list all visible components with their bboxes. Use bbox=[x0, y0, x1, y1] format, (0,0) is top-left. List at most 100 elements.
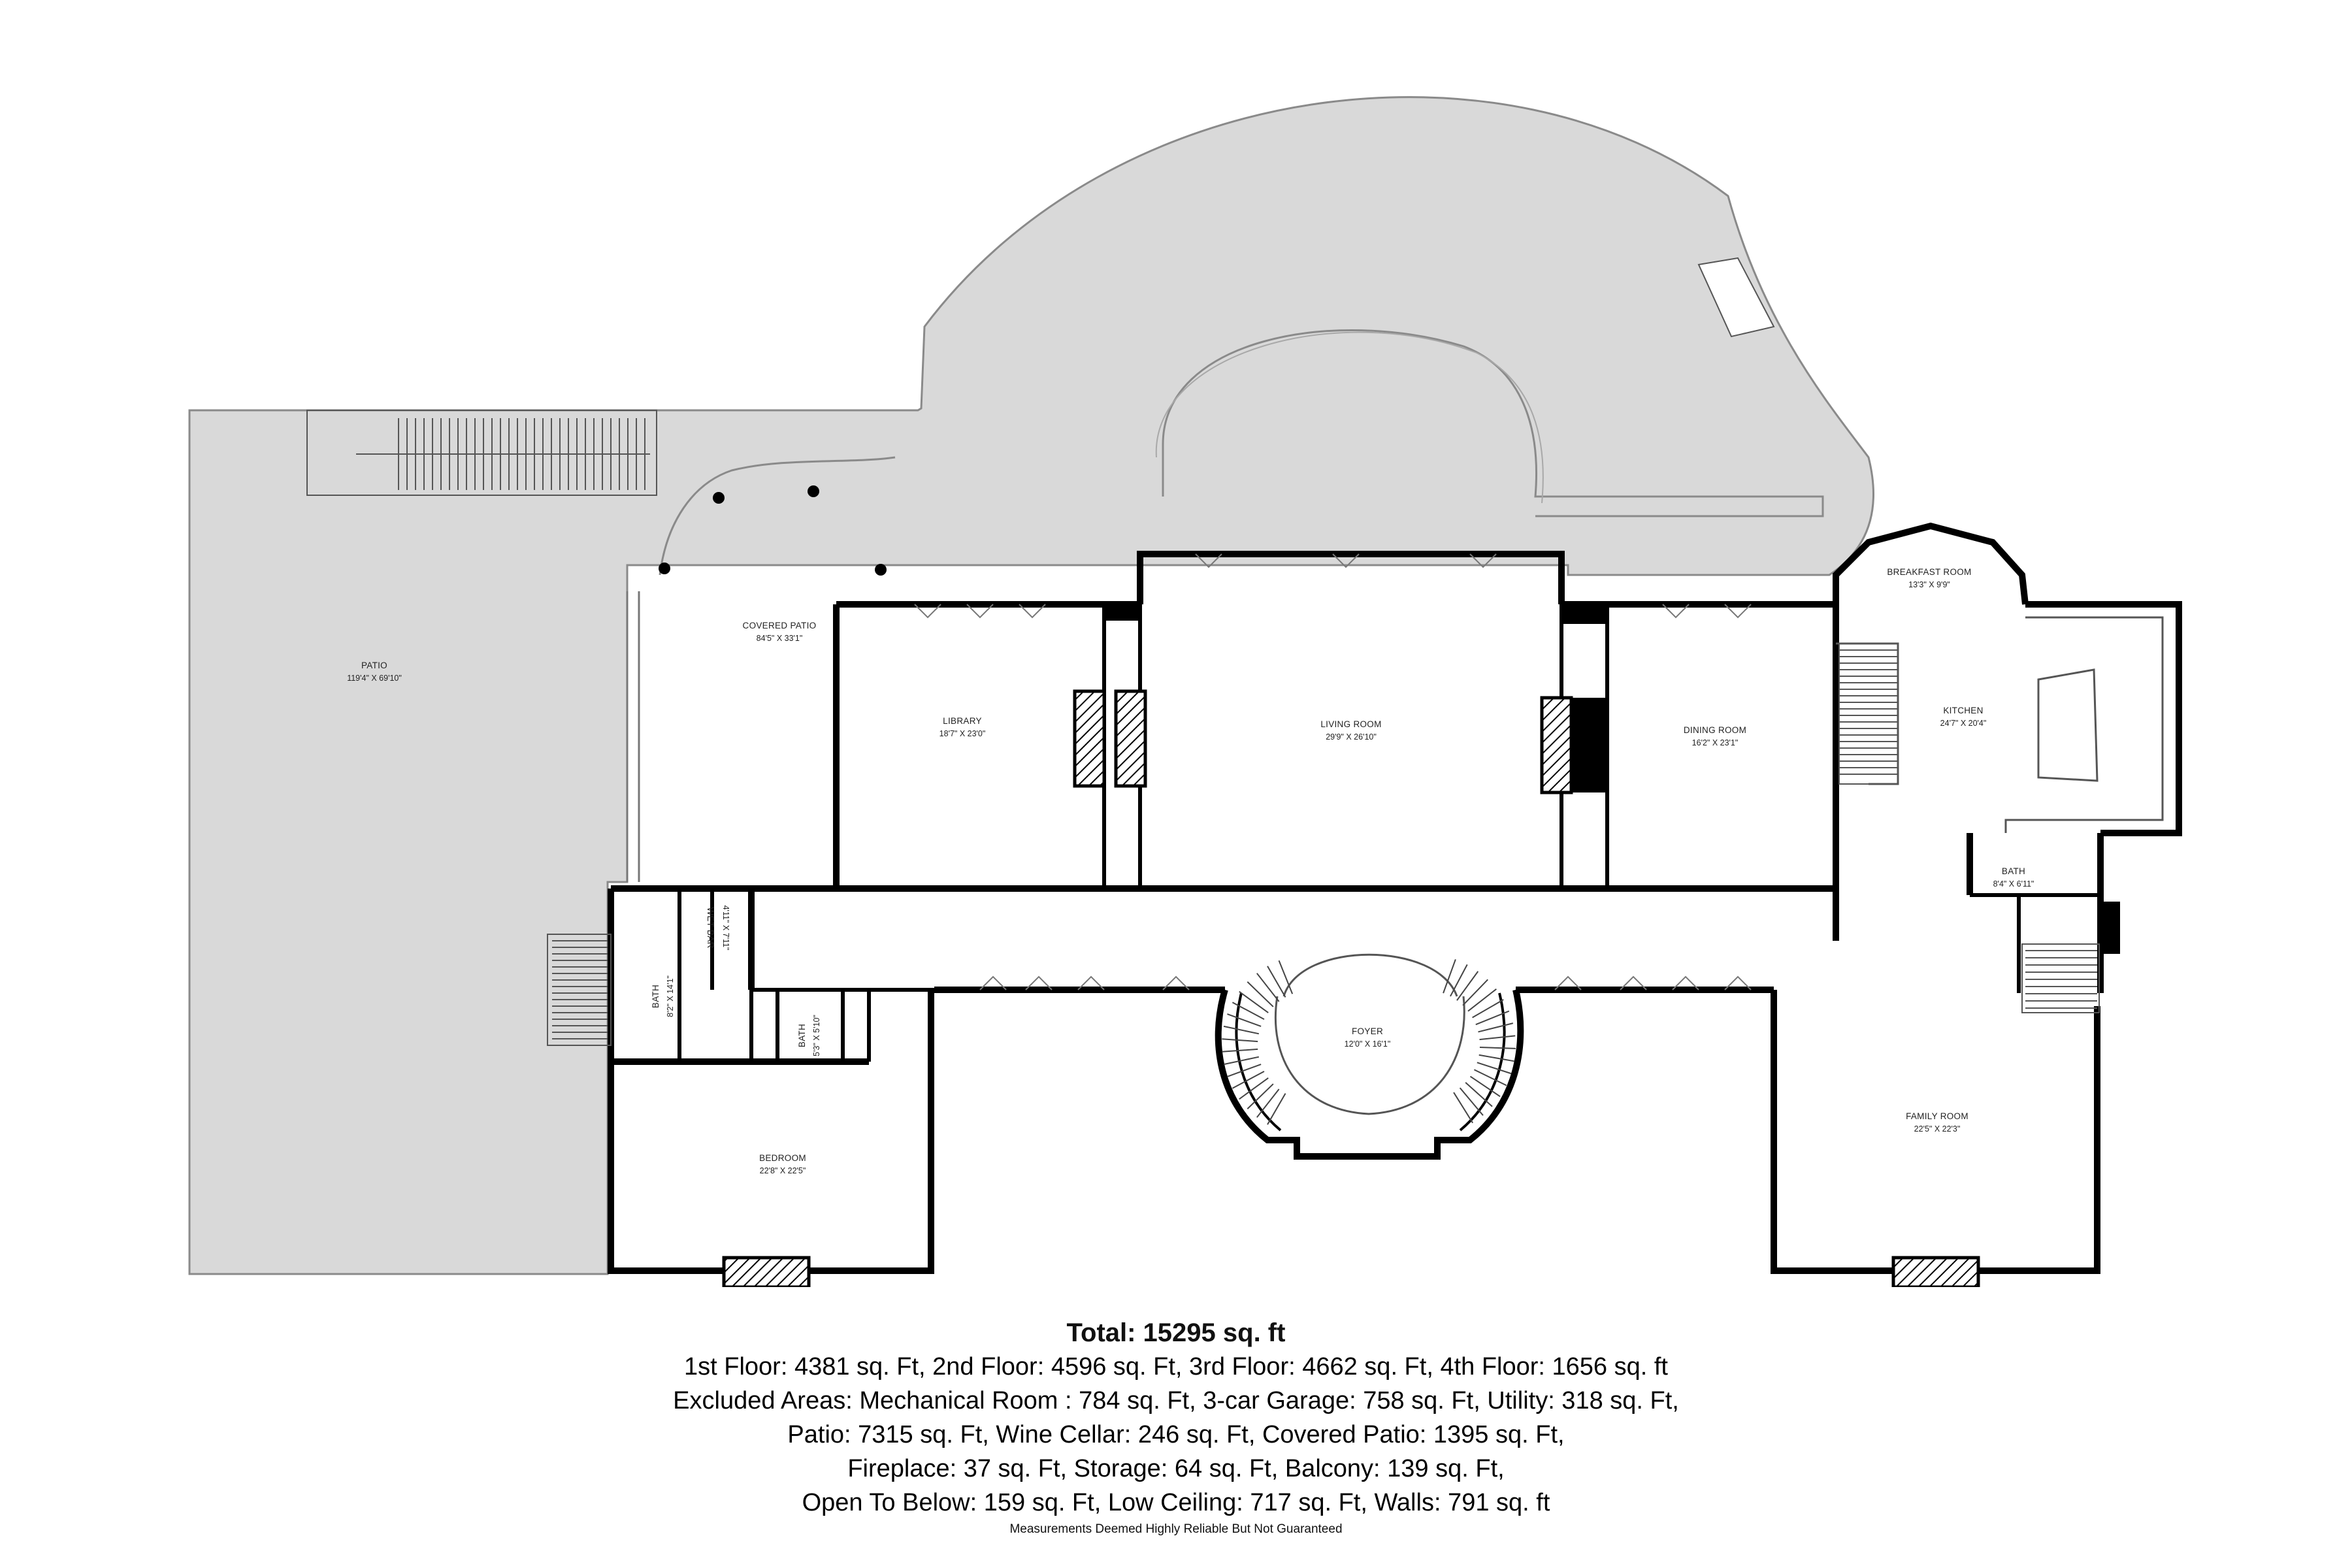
dim-library: 18'7" X 23'0" bbox=[939, 729, 986, 738]
pier bbox=[2100, 902, 2120, 954]
exterior-stair-top bbox=[306, 410, 657, 496]
label-bath-left: BATH bbox=[651, 985, 661, 1008]
stair-tread bbox=[1227, 1013, 1262, 1027]
label-foyer: FOYER bbox=[1352, 1026, 1383, 1036]
label-dining-room: DINING ROOM bbox=[1684, 725, 1746, 735]
column bbox=[659, 563, 670, 574]
stair-tread bbox=[1459, 1087, 1484, 1116]
column bbox=[808, 485, 819, 497]
dim-living-room: 29'9" X 26'10" bbox=[1326, 732, 1377, 742]
stair-tread bbox=[1239, 990, 1269, 1013]
patio-area bbox=[188, 96, 1874, 1275]
label-wet-bar: WET BAR bbox=[706, 907, 715, 948]
pier bbox=[1561, 601, 1607, 624]
stair-tread bbox=[1223, 1056, 1260, 1066]
dim-bath-right: 8'4" X 6'11" bbox=[1993, 879, 2034, 889]
kitchen-stair bbox=[1838, 643, 1899, 785]
floor-plan: PATIO 119'4" X 69'10" COVERED PATIO 84'5… bbox=[188, 96, 2182, 1287]
dim-kitchen: 24'7" X 20'4" bbox=[1940, 719, 1987, 728]
stair-tread bbox=[1223, 1025, 1260, 1035]
stair-tread bbox=[1232, 1071, 1265, 1089]
label-kitchen: KITCHEN bbox=[1943, 706, 1983, 715]
area-line: Open To Below: 159 sq. Ft, Low Ceiling: … bbox=[802, 1489, 1550, 1516]
area-line: Fireplace: 37 sq. Ft, Storage: 64 sq. Ft… bbox=[847, 1455, 1505, 1482]
label-living-room: LIVING ROOM bbox=[1320, 719, 1381, 729]
area-line: Excluded Areas: Mechanical Room : 784 sq… bbox=[673, 1387, 1679, 1414]
dim-bedroom: 22'8" X 22'5" bbox=[760, 1166, 806, 1175]
exterior-stair-right bbox=[1697, 257, 1775, 338]
window bbox=[1554, 975, 1582, 990]
label-bath-right: BATH bbox=[2002, 866, 2025, 876]
covered-patio-edge bbox=[659, 456, 896, 576]
stair-tread bbox=[1267, 1093, 1286, 1125]
stair-tread bbox=[1232, 1002, 1265, 1020]
stair-tread bbox=[1475, 1010, 1510, 1026]
interior-walls bbox=[678, 604, 2102, 1062]
stair-tread bbox=[1453, 1092, 1474, 1124]
area-line: Patio: 7315 sq. Ft, Wine Cellar: 246 sq.… bbox=[787, 1421, 1565, 1448]
stair-tread bbox=[1443, 959, 1456, 994]
dim-family-room: 22'5" X 22'3" bbox=[1914, 1124, 1961, 1134]
left-stair bbox=[547, 934, 612, 1046]
window bbox=[1469, 553, 1497, 568]
dim-patio: 119'4" X 69'10" bbox=[347, 674, 402, 683]
window bbox=[1019, 604, 1046, 619]
stair-tread bbox=[1247, 981, 1274, 1007]
dim-foyer: 12'0" X 16'1" bbox=[1345, 1039, 1391, 1049]
area-line: 1st Floor: 4381 sq. Ft, 2nd Floor: 4596 … bbox=[684, 1353, 1668, 1380]
label-covered-patio: COVERED PATIO bbox=[743, 621, 817, 630]
hall-stair bbox=[2021, 943, 2100, 1013]
pier bbox=[1571, 698, 1607, 792]
stair-tread bbox=[1479, 1046, 1516, 1049]
window bbox=[1162, 975, 1190, 990]
stair-tread bbox=[1278, 960, 1294, 994]
dim-dining-room: 16'2" X 23'1" bbox=[1692, 738, 1739, 747]
stair-tread bbox=[1478, 1054, 1515, 1062]
patio-railing bbox=[626, 591, 640, 882]
stair-tread bbox=[1247, 1083, 1274, 1109]
window bbox=[1077, 975, 1105, 990]
fireplace bbox=[1891, 1256, 1980, 1287]
window bbox=[1662, 604, 1690, 619]
column bbox=[875, 564, 887, 576]
label-bath-small: BATH bbox=[797, 1024, 807, 1047]
window bbox=[1025, 975, 1053, 990]
room-labels: PATIO 119'4" X 69'10" COVERED PATIO 84'5… bbox=[347, 567, 2034, 1175]
area-breakdown: 1st Floor: 4381 sq. Ft, 2nd Floor: 4596 … bbox=[0, 1350, 2352, 1520]
dim-bath-left: 8'2" X 14'1" bbox=[666, 975, 675, 1017]
window bbox=[1724, 975, 1752, 990]
terrace-arch bbox=[1162, 329, 1824, 517]
stair-tread bbox=[1465, 1082, 1493, 1107]
stair-tread bbox=[1478, 1022, 1514, 1033]
dim-wet-bar: 4'11" X 7'11" bbox=[721, 906, 730, 951]
stair-tread bbox=[1467, 988, 1497, 1012]
window bbox=[914, 604, 941, 619]
label-library: LIBRARY bbox=[943, 716, 982, 726]
stair-tread bbox=[1267, 966, 1286, 998]
stair-tread bbox=[1472, 999, 1504, 1019]
disclaimer: Measurements Deemed Highly Reliable But … bbox=[1009, 1522, 1343, 1536]
stair-tread bbox=[1462, 979, 1488, 1006]
fireplace bbox=[1114, 689, 1147, 788]
foyer bbox=[1215, 953, 1524, 1160]
dim-bath-small: 5'3" X 5'10" bbox=[812, 1015, 821, 1056]
stair-tread bbox=[1450, 964, 1468, 997]
label-bedroom: BEDROOM bbox=[759, 1153, 806, 1163]
window bbox=[1724, 604, 1752, 619]
stair-tread bbox=[1469, 1075, 1501, 1098]
dim-breakfast-room: 13'3" X 9'9" bbox=[1908, 580, 1950, 589]
label-patio: PATIO bbox=[361, 661, 387, 670]
stair-tread bbox=[1222, 1038, 1258, 1043]
stair-tread bbox=[1256, 1088, 1280, 1118]
fireplace bbox=[722, 1256, 811, 1287]
stair-tread bbox=[1479, 1035, 1516, 1041]
stair-tread bbox=[1239, 1077, 1269, 1100]
terrace-arch-inner bbox=[1155, 331, 1544, 504]
stair-tread bbox=[1456, 971, 1479, 1001]
stair-tread bbox=[1222, 1048, 1258, 1053]
pier bbox=[1104, 601, 1140, 621]
stair-tread bbox=[1256, 973, 1280, 1002]
stair-tread bbox=[1473, 1069, 1507, 1086]
fireplace bbox=[1540, 696, 1573, 794]
label-family-room: FAMILY ROOM bbox=[1906, 1111, 1968, 1121]
